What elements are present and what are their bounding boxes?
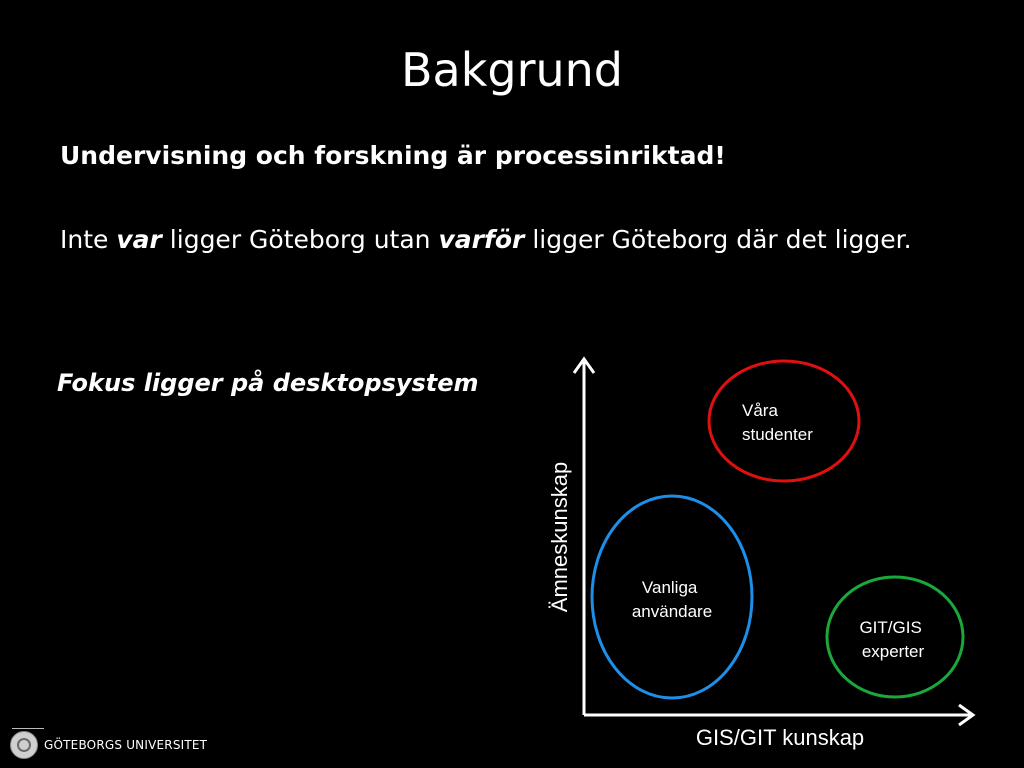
x-axis-arrowhead <box>958 703 976 727</box>
y-axis-label: Ämneskunskap <box>547 462 572 612</box>
y-axis-arrowhead <box>572 356 596 374</box>
group-label-users-line1: Vanliga <box>642 578 698 597</box>
slide-title: Bakgrund <box>400 43 623 97</box>
group-label-students-line1: Våra <box>742 401 778 420</box>
group-label-experts: GIT/GIS experter <box>859 618 926 661</box>
slide-body: Inte var ligger Göteborg utan varför lig… <box>60 220 940 260</box>
body-part-3: ligger Göteborg där det ligger. <box>524 225 912 254</box>
group-ellipse-experts <box>825 575 965 699</box>
group-ellipse-users <box>590 494 754 700</box>
slide-heading: Undervisning och forskning är processinr… <box>60 141 726 170</box>
logo-divider <box>12 728 44 729</box>
body-emphasis-var: var <box>116 225 162 254</box>
focus-statement: Fokus ligger på desktopsystem <box>57 369 479 397</box>
group-label-students-line2: studenter <box>742 425 813 444</box>
x-axis-label: GIS/GIT kunskap <box>696 725 864 750</box>
group-label-experts-line1: GIT/GIS <box>859 618 921 637</box>
footer: GÖTEBORGS UNIVERSITET <box>10 728 207 762</box>
body-part-1: Inte <box>60 225 117 254</box>
university-name: GÖTEBORGS UNIVERSITET <box>44 738 208 752</box>
body-emphasis-varfor: varför <box>438 225 525 254</box>
body-part-2: ligger Göteborg utan <box>161 225 439 254</box>
group-label-users-line2: användare <box>632 602 712 621</box>
group-label-students: Våra studenter <box>742 401 813 444</box>
group-ellipse-students <box>707 359 861 483</box>
university-seal-icon <box>10 731 38 759</box>
group-label-users: Vanliga användare <box>632 578 712 621</box>
group-label-experts-line2: experter <box>862 642 925 661</box>
